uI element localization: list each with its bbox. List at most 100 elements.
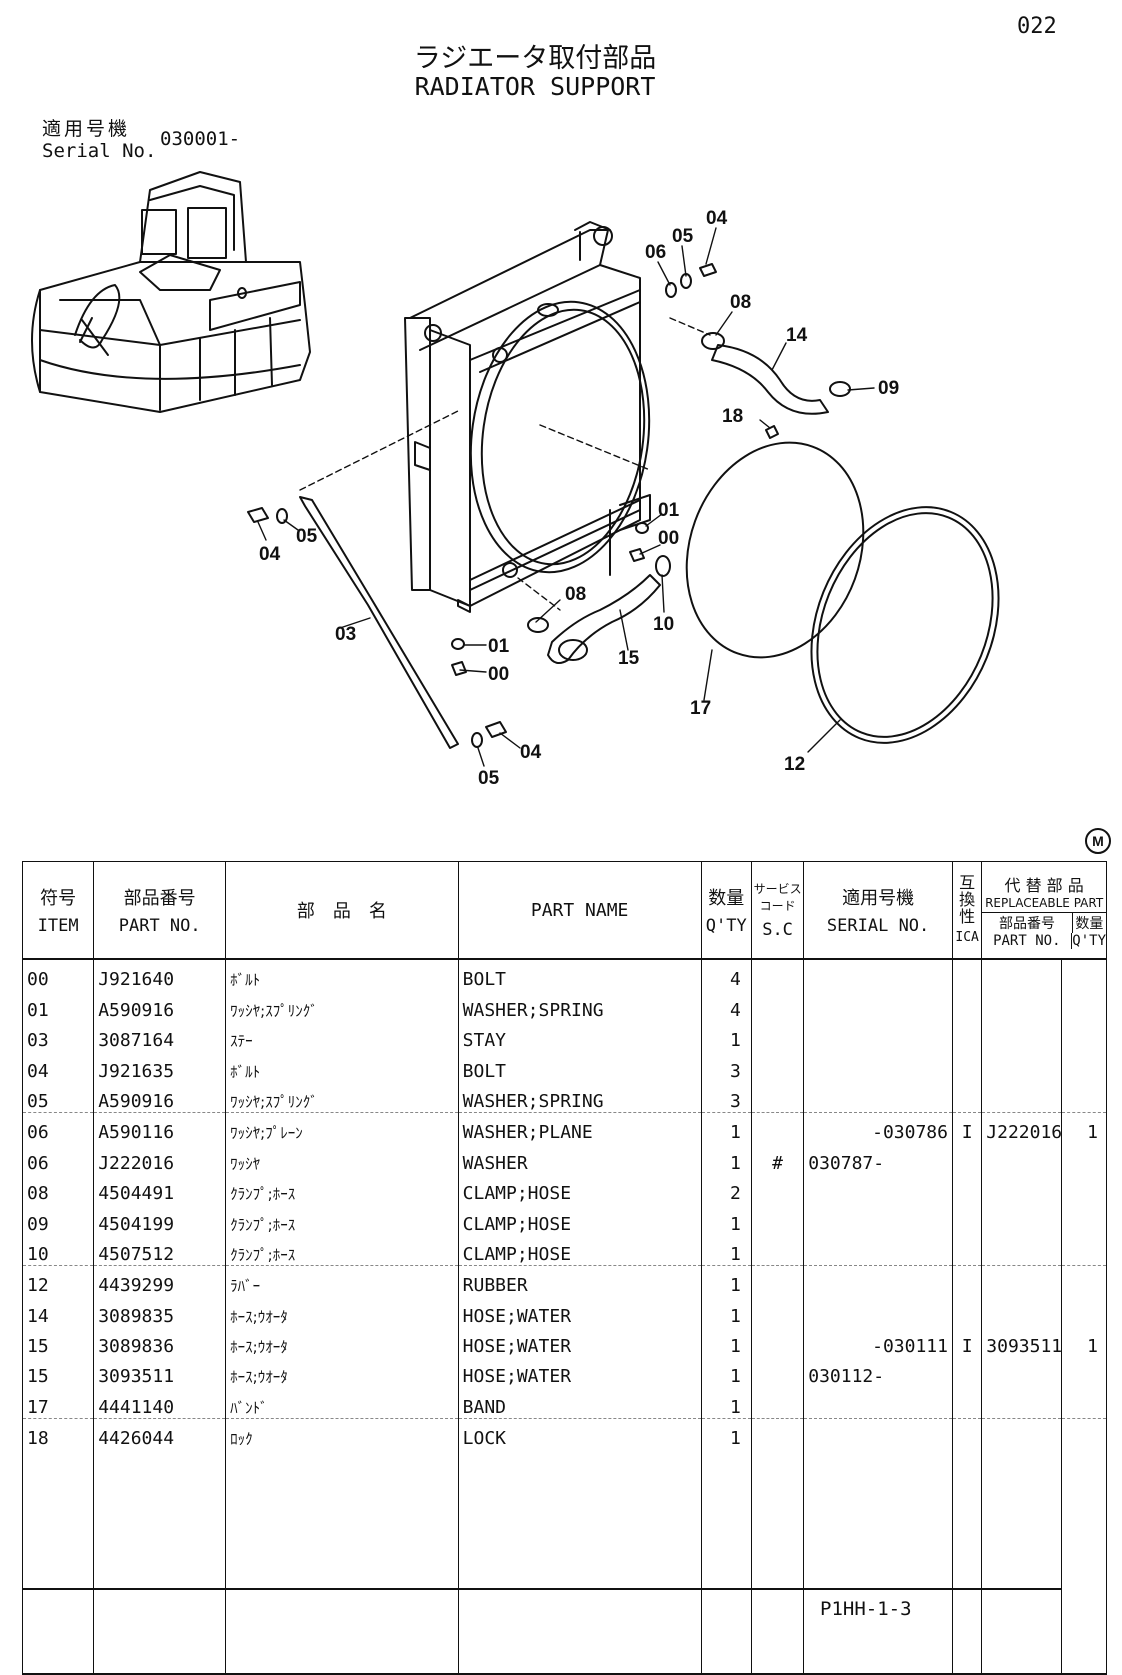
cell-replaceable-qty xyxy=(1060,990,1108,1021)
cell-name-ja: ﾊﾞﾝﾄﾞ xyxy=(225,1387,459,1419)
callout-08: 08 xyxy=(730,292,751,313)
cell-ica xyxy=(951,1143,983,1174)
cell-ica xyxy=(951,1264,983,1297)
cell-service-code xyxy=(750,1111,805,1144)
cell-part-no: 4504491 xyxy=(93,1173,227,1205)
cell-replaceable-qty xyxy=(1060,1051,1108,1082)
cell-item: 17 xyxy=(21,1387,95,1419)
cell-ica xyxy=(951,1296,983,1327)
cell-item: 18 xyxy=(21,1417,95,1450)
cell-part-name: HOSE;WATER xyxy=(457,1326,702,1358)
cell-service-code xyxy=(750,1264,805,1297)
cell-part-name: LOCK xyxy=(457,1417,702,1450)
cell-replaceable-qty xyxy=(1060,959,1108,991)
cell-ica xyxy=(951,1081,983,1113)
cell-item: 09 xyxy=(21,1204,95,1235)
cell-part-no: 4504199 xyxy=(93,1204,227,1235)
excavator-locator-illustration xyxy=(31,171,311,413)
cell-item: 03 xyxy=(21,1020,95,1052)
cell-item: 06 xyxy=(21,1111,95,1144)
cell-replaceable-part-no xyxy=(981,990,1062,1021)
footer-rule xyxy=(22,1588,1062,1590)
cell-serial-no xyxy=(803,1081,953,1113)
model-mark-badge: M xyxy=(1085,828,1111,854)
cell-item: 12 xyxy=(21,1264,95,1297)
cell-qty: 1 xyxy=(700,1296,752,1327)
cell-name-ja: ﾜｯｼﾔ;ｽﾌﾟﾘﾝｸﾞ xyxy=(225,990,459,1021)
cell-item: 01 xyxy=(21,990,95,1021)
cell-replaceable-qty xyxy=(1060,1204,1108,1235)
cell-part-name: WASHER xyxy=(457,1143,702,1174)
cell-part-no: A590916 xyxy=(93,990,227,1021)
cell-part-no: 3089835 xyxy=(93,1296,227,1327)
cell-serial-no xyxy=(803,1296,953,1327)
cell-service-code xyxy=(750,1357,805,1388)
header-name-ja: 部 品 名 xyxy=(225,861,459,960)
lower-water-hose xyxy=(517,555,671,665)
callout-12: 12 xyxy=(784,754,805,775)
cell-replaceable-qty xyxy=(1060,1081,1108,1113)
cell-empty xyxy=(951,1449,983,1675)
cell-part-name: WASHER;PLANE xyxy=(457,1111,702,1144)
cell-serial-no: -030786 xyxy=(803,1111,953,1144)
cell-serial-no xyxy=(803,990,953,1021)
stay-bar xyxy=(299,409,461,749)
cell-part-no: 3087164 xyxy=(93,1020,227,1052)
serial-value: 030001- xyxy=(160,128,241,150)
cell-replaceable-qty: 1 xyxy=(1060,1111,1108,1144)
cell-part-no: J921640 xyxy=(93,959,227,991)
cell-replaceable-qty xyxy=(1060,1234,1108,1266)
cell-replaceable-part-no xyxy=(981,959,1062,991)
cell-part-no: 4439299 xyxy=(93,1264,227,1297)
callout-10: 10 xyxy=(653,614,674,635)
cell-qty: 1 xyxy=(700,1326,752,1358)
cell-name-ja: ﾎﾞﾙﾄ xyxy=(225,959,459,991)
cell-ica xyxy=(951,1417,983,1450)
cell-replaceable-qty: 1 xyxy=(1060,1326,1108,1358)
header-part-name: PART NAME xyxy=(457,861,702,960)
cell-replaceable-part-no xyxy=(981,1264,1062,1297)
cell-part-name: BOLT xyxy=(457,959,702,991)
cell-service-code xyxy=(750,959,805,991)
cell-replaceable-qty xyxy=(1060,1143,1108,1174)
cell-ica xyxy=(951,1020,983,1052)
cell-replaceable-part-no xyxy=(981,1081,1062,1113)
cell-item: 10 xyxy=(21,1234,95,1266)
cell-ica xyxy=(951,990,983,1021)
cell-qty: 1 xyxy=(700,1111,752,1144)
cell-empty xyxy=(93,1449,227,1675)
footer-page-code: P1HH-1-3 xyxy=(820,1598,912,1620)
cell-part-no: J921635 xyxy=(93,1051,227,1082)
cell-empty xyxy=(750,1449,805,1675)
cell-empty xyxy=(700,1449,752,1675)
cell-name-ja: ﾎｰｽ;ｳｵｰﾀ xyxy=(225,1357,459,1388)
cell-ica xyxy=(951,1387,983,1419)
cell-part-no: J222016 xyxy=(93,1143,227,1174)
cell-item: 15 xyxy=(21,1357,95,1388)
cell-part-name: CLAMP;HOSE xyxy=(457,1234,702,1266)
cell-part-no: A590916 xyxy=(93,1081,227,1113)
cell-name-ja: ｸﾗﾝﾌﾟ;ﾎｰｽ xyxy=(225,1234,459,1266)
callout-01: 01 xyxy=(658,500,680,521)
cell-part-name: CLAMP;HOSE xyxy=(457,1173,702,1205)
cell-ica xyxy=(951,1173,983,1205)
cell-replaceable-part-no xyxy=(981,1296,1062,1327)
page-title-english: RADIATOR SUPPORT xyxy=(414,72,656,101)
cell-ica xyxy=(951,1234,983,1266)
cell-qty: 1 xyxy=(700,1387,752,1419)
cell-part-name: WASHER;SPRING xyxy=(457,990,702,1021)
cell-empty xyxy=(1060,1449,1108,1675)
cell-service-code xyxy=(750,1387,805,1419)
